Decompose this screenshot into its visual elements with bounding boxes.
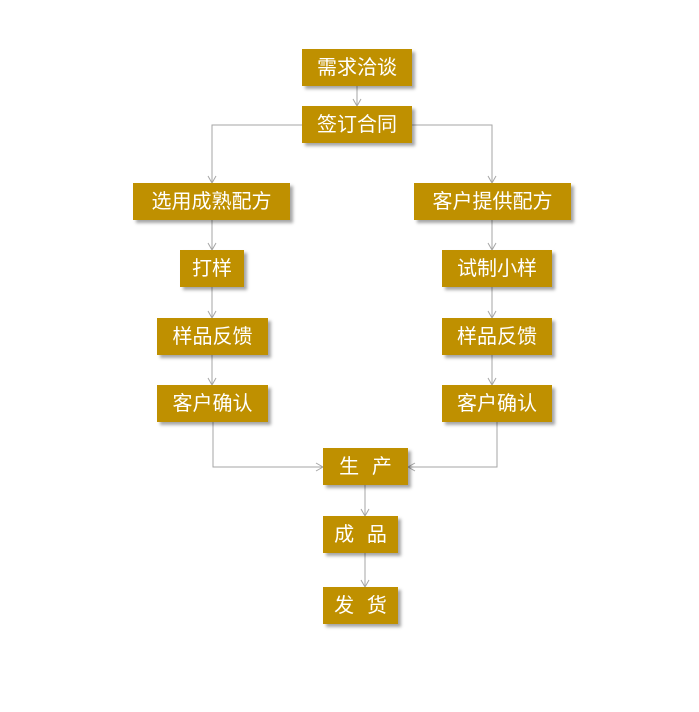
node-left-feedback: 样品反馈 xyxy=(157,318,268,355)
node-contract: 签订合同 xyxy=(302,106,412,143)
node-left-sample: 打样 xyxy=(180,250,244,287)
arrow-right-produce xyxy=(406,422,498,472)
arrow-left-produce xyxy=(212,422,325,472)
node-right-sample: 试制小样 xyxy=(442,250,552,287)
node-left-formula: 选用成熟配方 xyxy=(133,183,290,220)
node-left-confirm: 客户确认 xyxy=(157,385,268,422)
arrow-contract-right xyxy=(412,124,497,185)
node-negotiate: 需求洽谈 xyxy=(302,49,412,86)
node-right-feedback: 样品反馈 xyxy=(442,318,552,355)
node-ship: 发 货 xyxy=(323,587,398,624)
node-product: 成 品 xyxy=(323,516,398,553)
arrow-contract-left xyxy=(207,124,302,185)
node-produce: 生 产 xyxy=(323,448,408,485)
node-right-confirm: 客户确认 xyxy=(442,385,552,422)
node-right-formula: 客户提供配方 xyxy=(414,183,571,220)
